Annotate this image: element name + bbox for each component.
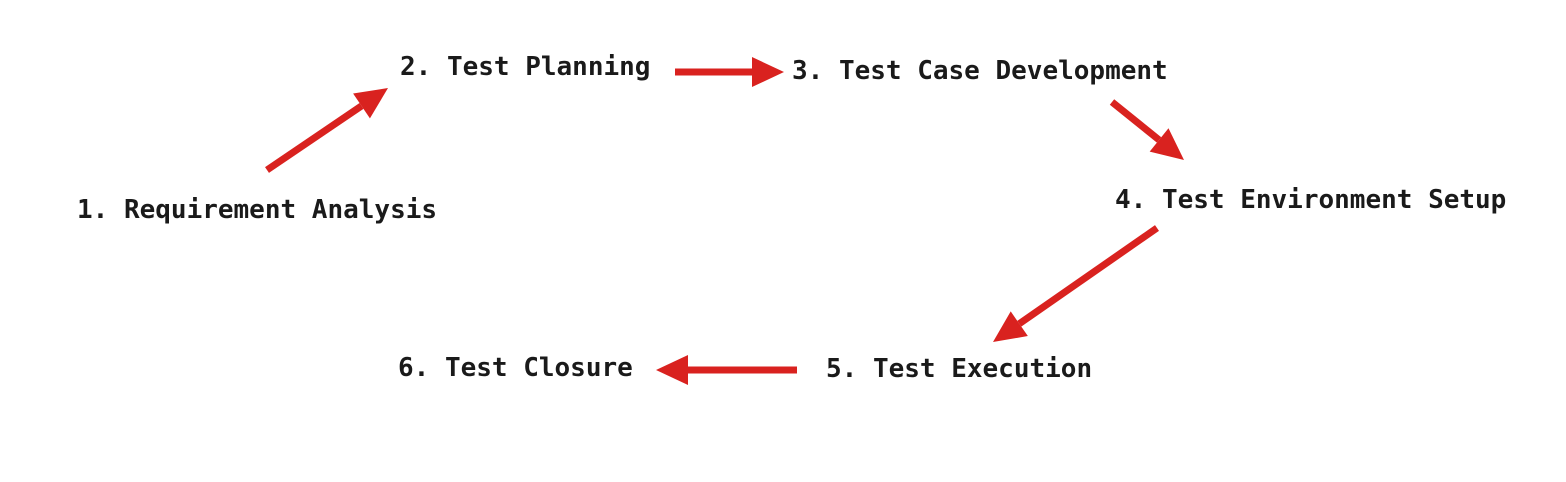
arrow-head-icon-1-to-2 bbox=[353, 88, 388, 119]
stage-label-5: 5. Test Execution bbox=[826, 354, 1093, 384]
arrow-shaft-3-to-4 bbox=[1109, 99, 1162, 143]
stage-label-3: 3. Test Case Development bbox=[792, 56, 1168, 86]
arrow-head-icon-3-to-4 bbox=[1149, 128, 1184, 160]
stage-label-6: 6. Test Closure bbox=[398, 353, 633, 383]
arrow-head-icon-5-to-6 bbox=[656, 355, 688, 385]
arrow-shaft-4-to-5 bbox=[1017, 225, 1159, 327]
arrow-head-icon-2-to-3 bbox=[752, 57, 784, 87]
stage-label-4: 4. Test Environment Setup bbox=[1115, 185, 1507, 215]
stage-label-1: 1. Requirement Analysis bbox=[77, 195, 438, 225]
arrow-head-icon-4-to-5 bbox=[993, 311, 1028, 342]
stage-label-2: 2. Test Planning bbox=[400, 52, 651, 82]
arrow-shaft-1-to-2 bbox=[265, 103, 364, 173]
